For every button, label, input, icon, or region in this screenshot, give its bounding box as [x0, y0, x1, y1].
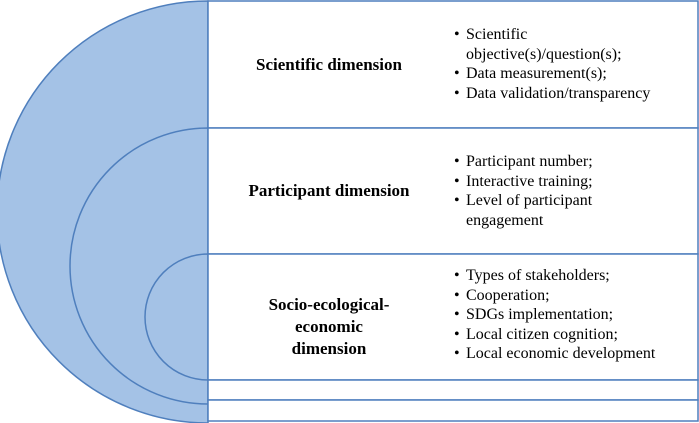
- scientific-dimension-bullets: Scientific objective(s)/question(s); Dat…: [448, 25, 688, 103]
- socio-ecological-economic-dimension-title: Socio-ecological-economic dimension: [268, 295, 390, 358]
- list-item: Scientific objective(s)/question(s);: [448, 25, 626, 64]
- list-item: Cooperation;: [448, 286, 693, 306]
- list-item: Data validation/transparency: [448, 84, 688, 104]
- list-item: Participant number;: [448, 152, 688, 172]
- inner-semicircle: [144, 253, 209, 381]
- list-item: Level of participant engagement: [448, 191, 626, 230]
- scientific-dimension-title: Scientific dimension: [256, 55, 402, 74]
- empty-strip-lower: [207, 399, 699, 422]
- list-item: Interactive training;: [448, 172, 688, 192]
- list-item: SDGs implementation;: [448, 305, 693, 325]
- participant-dimension-bullets: Participant number; Interactive training…: [448, 152, 688, 230]
- list-item: Local economic development: [448, 344, 693, 364]
- list-item: Local citizen cognition;: [448, 325, 693, 345]
- participant-dimension-title: Participant dimension: [248, 181, 410, 200]
- socio-ecological-economic-dimension-bullets: Types of stakeholders; Cooperation; SDGs…: [448, 266, 693, 364]
- list-item: Types of stakeholders;: [448, 266, 693, 286]
- list-item: Data measurement(s);: [448, 64, 688, 84]
- empty-strip-upper: [207, 379, 699, 401]
